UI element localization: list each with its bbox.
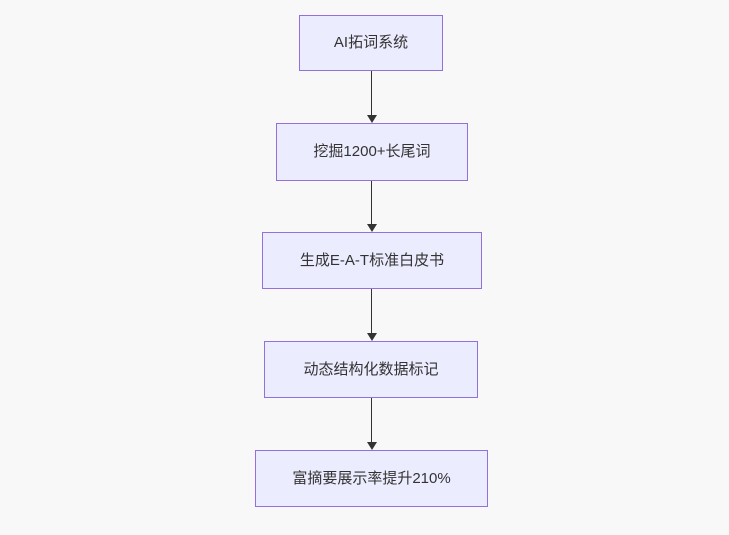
flow-node-label: AI拓词系统 [333, 34, 409, 51]
flow-arrow-2 [366, 181, 377, 232]
flow-node-ai-keyword-system: AI拓词系统 [299, 15, 443, 71]
arrow-line [370, 71, 373, 115]
flow-node-label: 富摘要展示率提升210% [292, 469, 451, 487]
flow-node-label: 生成E-A-T标准白皮书 [299, 251, 445, 269]
flow-node-longtail-mining: 挖掘1200+长尾词 [276, 123, 468, 181]
flow-node-structured-data-markup: 动态结构化数据标记 [264, 341, 478, 398]
flow-arrow-3 [366, 289, 377, 341]
arrowhead-icon [366, 224, 377, 232]
arrowhead-icon [366, 333, 377, 341]
flow-node-label: 挖掘1200+长尾词 [313, 143, 431, 160]
flow-node-rich-snippet-rate: 富摘要展示率提升210% [255, 450, 488, 507]
flow-arrow-1 [366, 71, 377, 123]
flow-node-label: 动态结构化数据标记 [303, 360, 439, 378]
arrow-line [370, 289, 373, 333]
arrow-line [370, 181, 373, 224]
arrowhead-icon [366, 442, 377, 450]
arrow-line [370, 398, 373, 442]
flow-node-eat-whitepaper: 生成E-A-T标准白皮书 [262, 232, 482, 289]
flow-arrow-4 [366, 398, 377, 450]
arrowhead-icon [366, 115, 377, 123]
